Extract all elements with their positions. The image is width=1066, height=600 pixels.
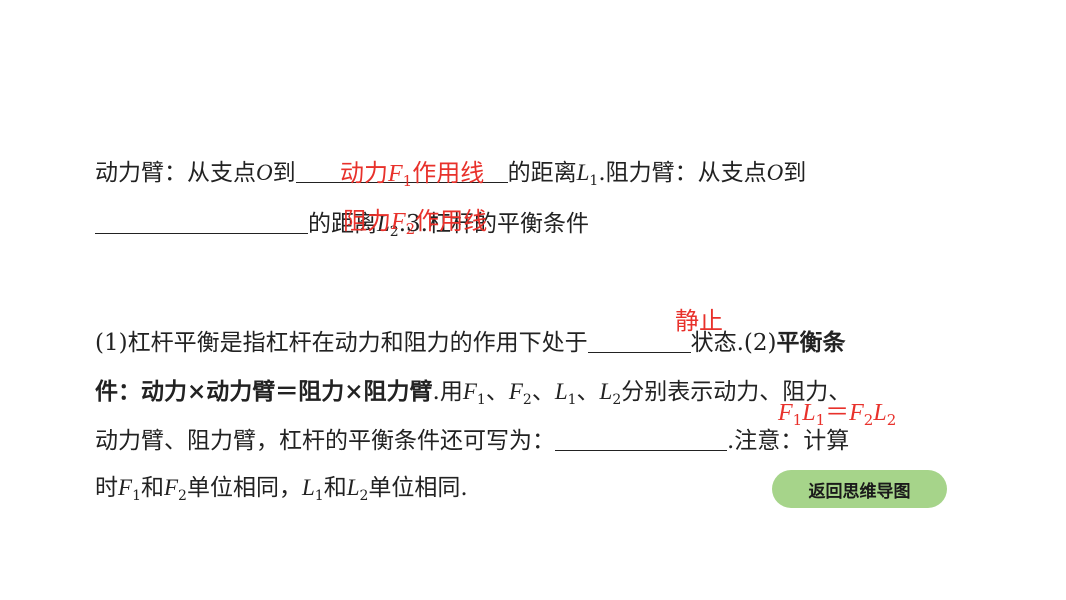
line-3: (1)杠杆平衡是指杠杆在动力和阻力的作用下处于状态.(2)平衡条 bbox=[95, 329, 846, 356]
line-6: 时F1和F2单位相同，L1和L2单位相同. bbox=[95, 475, 468, 504]
blank-2[interactable] bbox=[95, 211, 308, 234]
line-2: 的距离L2.3.杠杆的平衡条件 bbox=[95, 211, 589, 239]
line-4: 件：动力×动力臂＝阻力×阻力臂.用F1、F2、L1、L2分别表示动力、阻力、 bbox=[95, 378, 852, 408]
answer-4: F1L1＝F2L2 bbox=[778, 398, 897, 429]
answer-3: 静止 bbox=[675, 307, 723, 335]
blank-1[interactable] bbox=[295, 160, 508, 183]
line-5: 动力臂、阻力臂，杠杆的平衡条件还可写为：.注意：计算 bbox=[95, 428, 850, 454]
answer-1: 动力F1作用线 bbox=[340, 159, 485, 190]
blank-3[interactable] bbox=[587, 330, 691, 353]
line-1: 动力臂：从支点O到的距离L1.阻力臂：从支点O到 bbox=[95, 160, 807, 189]
blank-4[interactable] bbox=[555, 428, 727, 451]
answer-2: 阻力F2作用线 bbox=[343, 207, 488, 238]
back-to-mindmap-button[interactable]: 返回思维导图 bbox=[772, 470, 947, 508]
